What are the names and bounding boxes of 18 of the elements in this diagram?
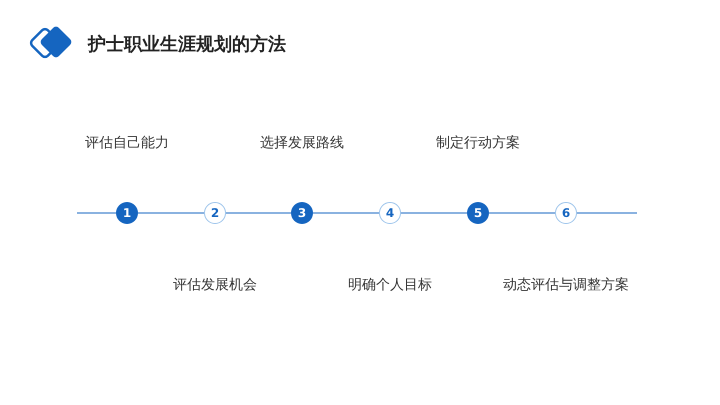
step-circle: 5 [467,202,489,224]
step-circle: 1 [116,202,138,224]
step-circle: 2 [204,202,226,224]
connector-line [226,212,292,214]
connector-line [488,212,556,214]
step-circle: 6 [555,202,577,224]
step-label: 评估自己能力 [85,134,169,152]
connector-line [312,212,380,214]
step-circle: 3 [291,202,313,224]
step-label: 制定行动方案 [436,134,520,152]
step-label: 评估发展机会 [173,276,257,294]
connector-line [138,212,204,214]
step-circle: 4 [379,202,401,224]
step-label: 动态评估与调整方案 [503,276,629,294]
step-label: 选择发展路线 [260,134,344,152]
connector-line [400,212,468,214]
title: 护士职业生涯规划的方法 [88,33,286,56]
step-label: 明确个人目标 [348,276,432,294]
